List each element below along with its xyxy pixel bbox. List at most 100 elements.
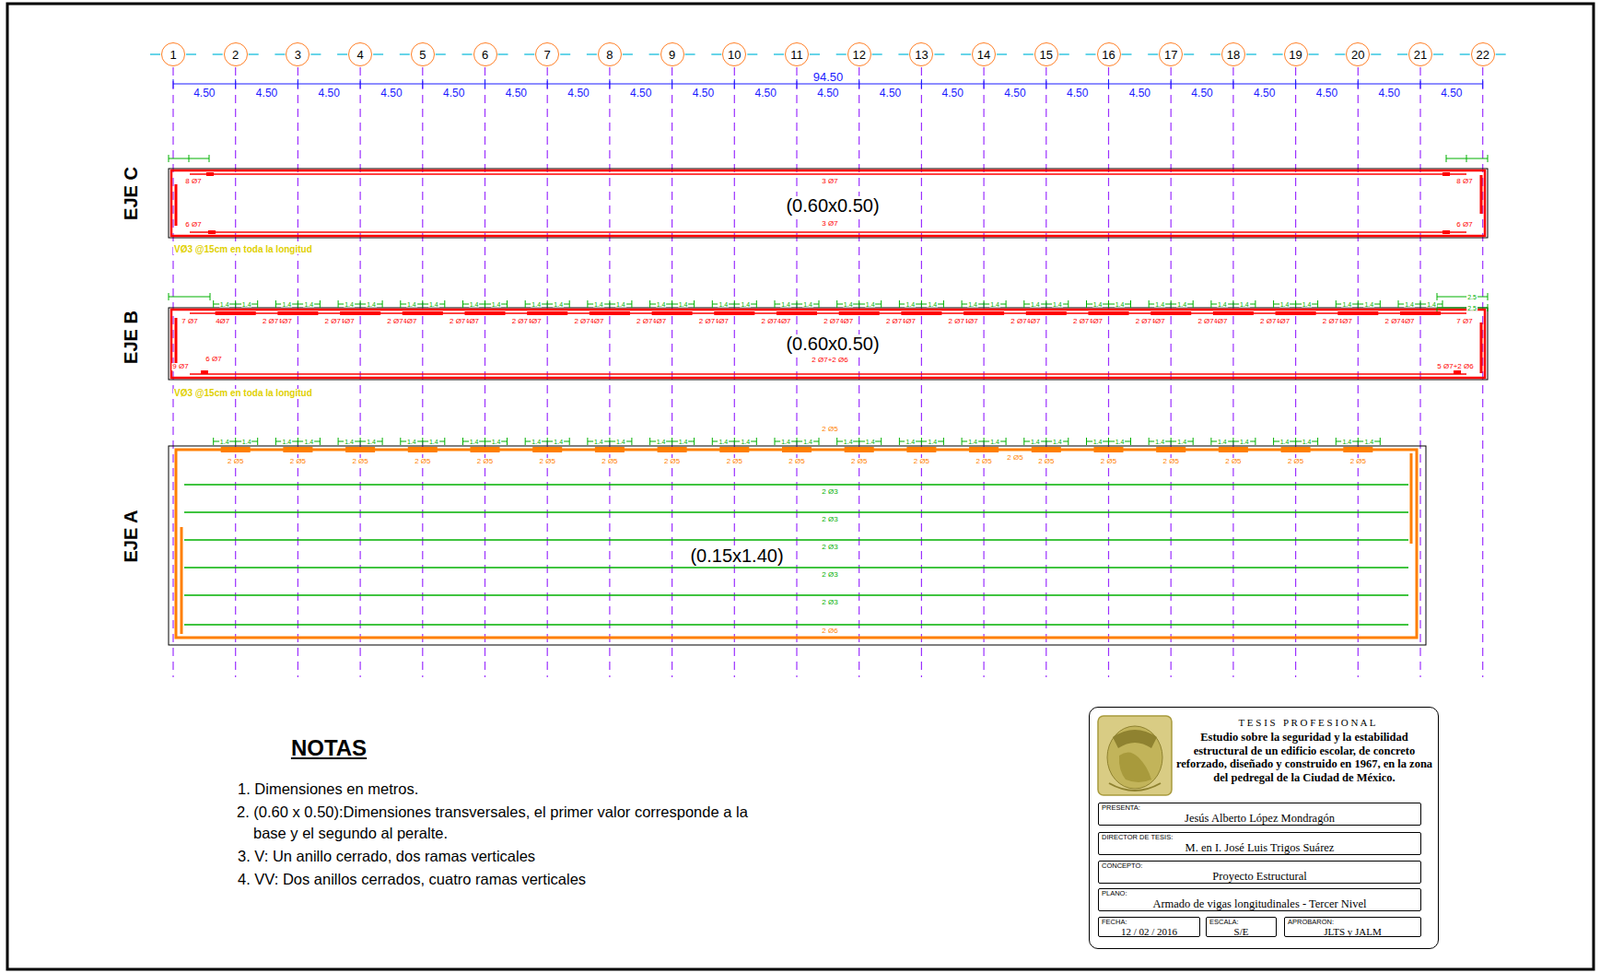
section-size: (0.60x0.50): [783, 334, 881, 353]
axis-tick: [435, 53, 446, 55]
dimension-span: 4.50: [1439, 87, 1463, 99]
bar-length: 1.4: [717, 438, 729, 445]
dimension-bracket-tick: [1487, 154, 1489, 163]
dimension-span: 4.50: [566, 87, 590, 99]
rebar-label: 2 Ø5: [413, 457, 432, 466]
dimension-bracket-tick: [858, 437, 860, 445]
axis-tick: [1121, 53, 1133, 55]
dimension-bracket-tick: [818, 300, 820, 308]
bar-length: 1.4: [530, 438, 542, 445]
dimension-bracket-tick: [1086, 300, 1087, 308]
axis-tick: [649, 53, 660, 55]
axis-number: 4: [356, 48, 363, 61]
dimension-span: 4.50: [1315, 87, 1339, 99]
extra-rebar: [532, 446, 562, 453]
axis-number: 11: [790, 48, 804, 61]
note-text: 3. V: Un anillo cerrado, dos ramas verti…: [236, 845, 537, 867]
bar-length: 1.4: [842, 438, 854, 445]
rebar-label: 4Ø7: [526, 317, 543, 326]
title-field: CONCEPTO:Proyecto Estructural: [1097, 860, 1422, 884]
section-size: (0.15x1.40): [688, 546, 785, 565]
skin-rebar: [184, 511, 1409, 513]
bar-length: 1.4: [1092, 301, 1104, 308]
bar-length: 1.4: [530, 301, 542, 308]
bar-length: 1.4: [864, 301, 876, 308]
bar-length: 1.4: [655, 301, 667, 308]
dimension-bracket-tick: [818, 437, 820, 445]
dimension-bracket-tick: [382, 300, 384, 308]
stirrup-note: VØ3 @15cm en toda la longitud: [173, 245, 314, 255]
rebar-label: 4Ø7: [963, 317, 980, 326]
axis-bubble: 5: [410, 42, 435, 67]
extra-rebar: [408, 446, 438, 453]
dimension-bracket-tick: [649, 437, 651, 445]
dimension-bracket-tick: [1254, 300, 1256, 308]
dimension-span: 4.50: [816, 87, 840, 99]
bar-length: 1.4: [1029, 438, 1041, 445]
rebar-label: 4Ø7: [214, 317, 231, 326]
axis-tick: [747, 53, 758, 55]
axis-tick: [685, 53, 696, 55]
extra-rebar: [1156, 446, 1186, 453]
dimension-total: 94.50: [812, 70, 845, 83]
axis-line: [234, 67, 236, 678]
bar-length: 1.4: [428, 301, 440, 308]
rebar-hook: [175, 184, 178, 226]
dimension-bracket-tick: [1295, 300, 1297, 308]
axis-tick: [462, 53, 473, 55]
axis-line: [1419, 67, 1421, 678]
dimension-bracket-tick: [921, 300, 923, 308]
dimension-span: 4.50: [753, 87, 777, 99]
dimension-bracket-tick: [1357, 437, 1359, 445]
rebar-label: 2 Ø3: [820, 598, 839, 607]
extra-rebar: [1281, 446, 1311, 453]
dimension-span: 4.50: [629, 87, 653, 99]
bar-length: 1.4: [1051, 301, 1063, 308]
axis-tick: [1334, 53, 1345, 55]
rebar-end: [206, 172, 214, 176]
dimension-tick: [297, 79, 299, 89]
bar-length: 1.4: [241, 301, 253, 308]
bar-length: 1.4: [490, 301, 503, 308]
sheet-border: [7, 3, 1594, 970]
axis-number: 15: [1039, 48, 1053, 61]
dimension-bracket-tick: [569, 437, 571, 445]
dimension-tick: [1295, 79, 1297, 89]
field-value: Jesús Alberto López Mondragón: [1184, 811, 1335, 825]
rebar-label: 4Ø7: [1337, 317, 1354, 326]
dimension-span: 4.50: [255, 87, 279, 99]
dimension-bracket-tick: [712, 300, 713, 308]
beam-section: (0.60x0.50): [171, 170, 1485, 236]
rebar-label: 2 Ø7: [324, 317, 342, 326]
axis-number: 20: [1351, 48, 1365, 61]
bar-length: 1.4: [1341, 438, 1353, 445]
field-value: M. en I. José Luis Trigos Suárez: [1185, 840, 1335, 854]
skin-rebar: [184, 623, 1409, 625]
dimension-bracket-tick: [399, 300, 401, 308]
bar-length: 1.4: [905, 301, 917, 308]
dimension-bracket-tick: [921, 437, 923, 445]
title-field: FECHA:12 / 02 / 2016: [1097, 916, 1201, 937]
dimension-bracket-tick: [212, 300, 214, 308]
dimension-bracket-tick: [506, 300, 508, 308]
bar-length: 1.4: [802, 438, 814, 445]
dimension-bracket-tick: [399, 437, 401, 445]
rebar-label: 2 Ø7: [1196, 317, 1215, 326]
axis-line: [1108, 67, 1110, 678]
bar-length: 1.4: [490, 438, 503, 445]
rebar-label: 2 Ø7+2 Ø6: [810, 356, 849, 364]
dimension-tick: [1045, 79, 1047, 89]
dimension-bracket-tick: [1192, 437, 1194, 445]
rebar-hook: [1410, 453, 1414, 544]
rebar-label: 4Ø7: [1274, 317, 1291, 326]
dimension-bracket-tick: [297, 300, 299, 308]
extra-rebar: [969, 446, 999, 453]
extra-rebar: [1150, 311, 1192, 316]
axis-tick: [836, 53, 847, 55]
axis-number: 1: [169, 48, 176, 61]
dimension-bracket-tick: [1130, 300, 1132, 308]
dimension-bracket-tick: [880, 300, 882, 308]
dimension-bracket-tick: [961, 437, 963, 445]
dimension-bracket-tick: [1210, 300, 1212, 308]
axis-line: [1170, 67, 1172, 678]
